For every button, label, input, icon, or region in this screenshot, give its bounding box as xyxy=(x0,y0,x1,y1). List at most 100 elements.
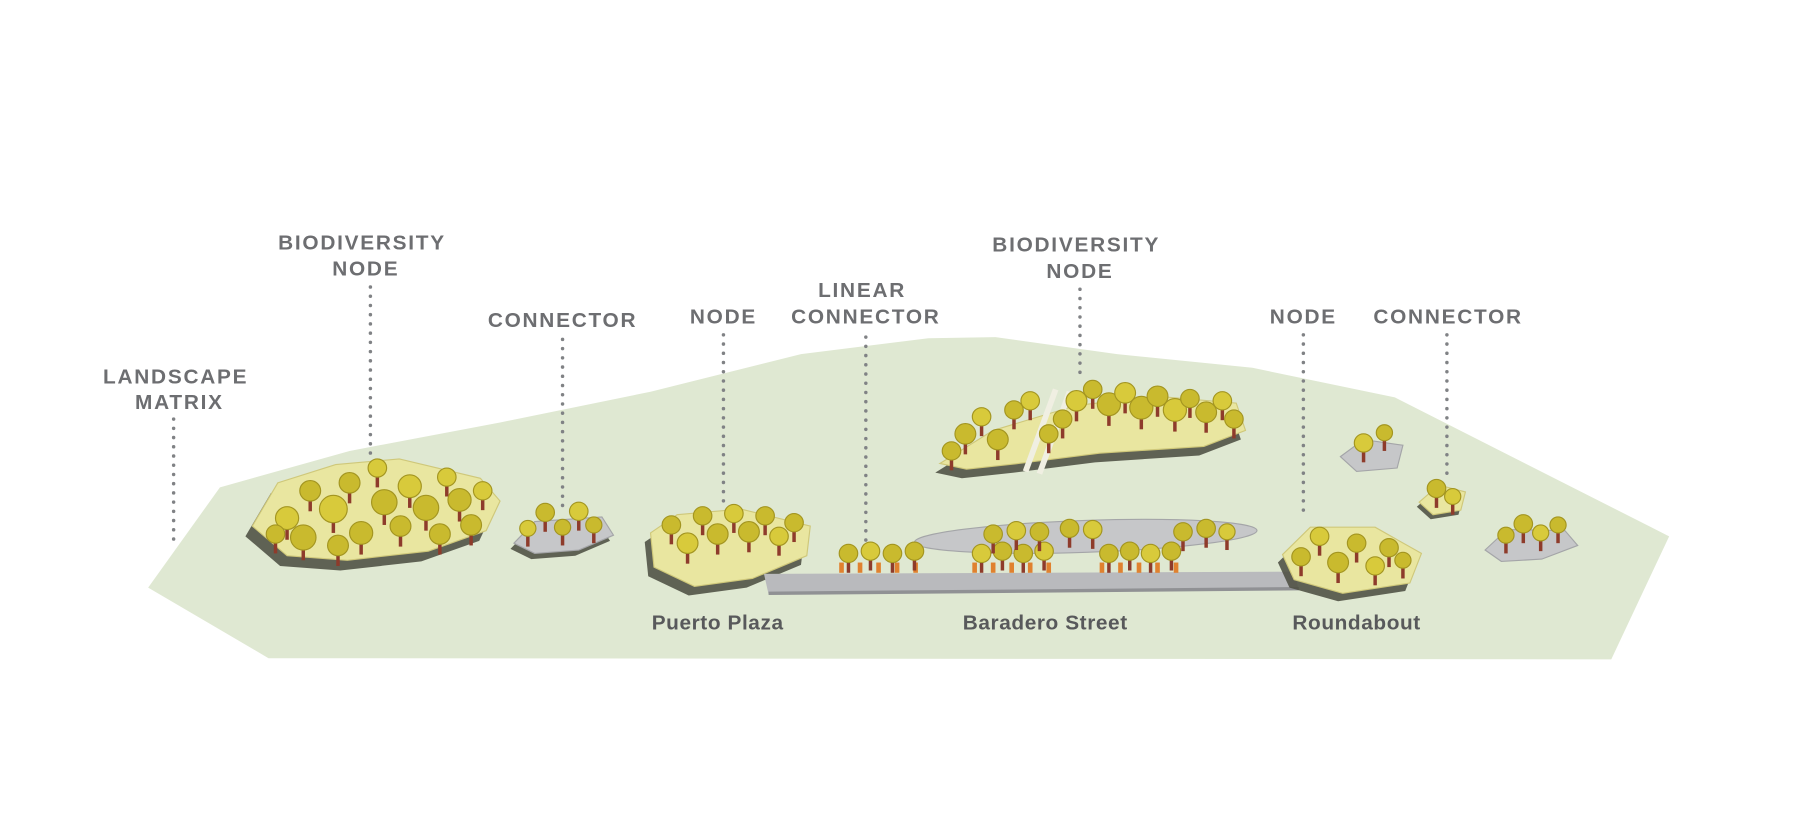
tree-icon xyxy=(1394,551,1412,579)
planter-icon xyxy=(1027,562,1033,573)
tree-icon xyxy=(1196,518,1216,548)
tree-icon xyxy=(1146,385,1169,417)
tree-icon xyxy=(1195,401,1218,433)
tree-icon xyxy=(1218,523,1236,551)
tree-icon xyxy=(1353,433,1374,463)
tree-icon xyxy=(737,520,760,553)
tree-icon xyxy=(1549,516,1567,544)
tree-icon xyxy=(1161,541,1182,571)
tree-icon xyxy=(971,543,992,573)
tree-icon xyxy=(1006,520,1027,551)
tree-icon xyxy=(338,472,361,504)
tree-icon xyxy=(1099,543,1119,573)
tree-icon xyxy=(436,467,457,497)
tree-icon xyxy=(1444,487,1462,515)
place-label-baradero-street: Baradero Street xyxy=(963,612,1128,635)
planter-icon xyxy=(1099,562,1105,573)
label-biodiversity-node-left: BIODIVERSITY NODE xyxy=(278,232,453,281)
tree-icon xyxy=(1224,409,1244,439)
tree-icon xyxy=(954,423,977,455)
tree-icon xyxy=(1052,409,1073,439)
planter-icon xyxy=(1173,562,1179,573)
tree-icon xyxy=(692,506,713,536)
tree-icon xyxy=(983,524,1003,554)
tree-icon xyxy=(568,501,589,531)
tree-icon xyxy=(1020,391,1041,421)
tree-icon xyxy=(1082,519,1103,549)
tree-icon xyxy=(1096,392,1122,426)
tree-icon xyxy=(838,543,859,573)
tree-icon xyxy=(769,526,789,556)
tree-icon xyxy=(676,532,699,564)
tree-icon xyxy=(265,524,286,554)
tree-icon xyxy=(412,494,440,531)
trees-layer xyxy=(265,379,1567,586)
tree-icon xyxy=(1140,543,1161,573)
tree-icon xyxy=(1346,533,1367,563)
tree-icon xyxy=(519,519,537,547)
planter-icon xyxy=(1136,562,1142,573)
tree-icon xyxy=(327,534,349,566)
tree-icon xyxy=(784,513,804,543)
tree-icon xyxy=(941,441,962,471)
tree-icon xyxy=(1129,395,1154,430)
tree-icon xyxy=(397,474,422,508)
tree-icon xyxy=(1059,518,1080,548)
tree-icon xyxy=(1513,514,1534,544)
label-connector-left: CONNECTOR xyxy=(488,309,637,332)
planter-icon xyxy=(839,562,844,573)
tree-icon xyxy=(1531,524,1550,552)
tree-icon xyxy=(755,506,775,536)
planter-icon xyxy=(1118,562,1123,573)
tree-icon xyxy=(274,506,300,540)
tree-icon xyxy=(472,481,493,511)
tree-icon xyxy=(1379,538,1399,568)
tree-icon xyxy=(1004,400,1024,430)
tree-icon xyxy=(1212,391,1233,421)
planter-icon xyxy=(1155,562,1160,573)
tree-icon xyxy=(1426,478,1447,508)
tree-icon xyxy=(1013,543,1034,573)
tree-icon xyxy=(348,520,374,555)
tree-icon xyxy=(553,518,572,546)
label-linear-connector: LINEAR CONNECTOR xyxy=(791,279,940,328)
place-label-roundabout: Roundabout xyxy=(1292,612,1420,635)
planter-icon xyxy=(990,562,996,573)
tree-icon xyxy=(535,502,556,532)
label-node-right: NODE xyxy=(1270,306,1337,329)
planter-icon xyxy=(876,562,881,573)
tree-icon xyxy=(1065,390,1088,422)
tree-icon xyxy=(1291,547,1311,577)
planter-icon xyxy=(1009,562,1014,573)
tree-icon xyxy=(585,516,603,544)
label-connector-right: CONNECTOR xyxy=(1373,306,1522,329)
tree-icon xyxy=(1029,522,1050,552)
tree-icon xyxy=(992,541,1013,571)
tree-icon xyxy=(1114,382,1137,414)
tree-icon xyxy=(367,458,388,488)
tree-icon xyxy=(661,515,682,545)
tree-icon xyxy=(1365,556,1385,586)
tree-icon xyxy=(860,541,881,571)
tree-icon xyxy=(389,515,412,547)
tree-icon xyxy=(370,489,398,525)
tree-icon xyxy=(904,541,925,571)
tree-icon xyxy=(706,523,729,555)
tree-icon xyxy=(289,524,317,561)
tree-icon xyxy=(1309,526,1330,556)
tree-icon xyxy=(299,479,322,512)
tree-icon xyxy=(1038,424,1059,454)
place-label-puerto-plaza: Puerto Plaza xyxy=(652,612,784,635)
planter-icon xyxy=(1046,562,1052,573)
planter-icon xyxy=(857,562,863,573)
label-node-left: NODE xyxy=(690,306,757,329)
tree-icon xyxy=(971,407,992,437)
tree-icon xyxy=(1119,541,1140,571)
tree-icon xyxy=(986,428,1009,461)
tree-icon xyxy=(1082,379,1103,409)
tree-icon xyxy=(882,543,903,573)
tree-icon xyxy=(428,523,451,555)
label-biodiversity-node-right: BIODIVERSITY NODE xyxy=(992,234,1167,283)
